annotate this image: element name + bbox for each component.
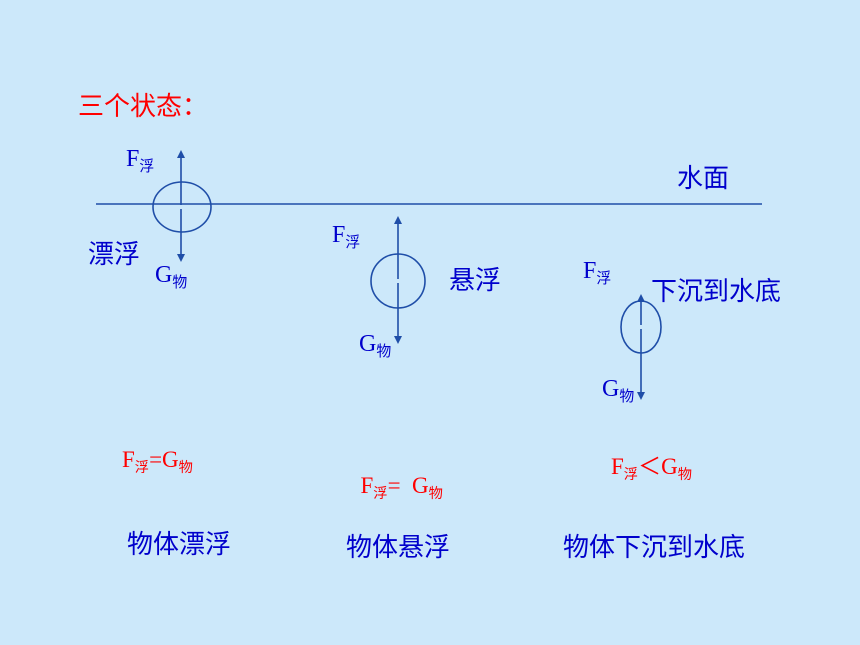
buoyancy-label-suspended: F浮 <box>332 222 361 252</box>
caption-suspended: 物体悬浮 <box>346 533 451 563</box>
equation-suspended: F浮= G物 <box>360 473 443 502</box>
water-surface-label: 水面 <box>677 164 730 194</box>
state-label-suspended: 悬浮 <box>449 266 502 296</box>
buoyancy-label-floating: F浮 <box>126 146 155 176</box>
equation-sinking: F浮＜G物 <box>611 454 692 483</box>
state-label-sinking: 下沉到水底 <box>651 277 782 307</box>
gravity-label-suspended: G物 <box>359 331 392 361</box>
gravity-label-floating: G物 <box>155 262 188 292</box>
buoyancy-label-sinking: F浮 <box>583 258 612 288</box>
page-title: 三个状态： <box>78 92 209 122</box>
state-label-floating: 漂浮 <box>88 240 141 270</box>
caption-floating: 物体漂浮 <box>127 530 232 560</box>
floating-object <box>152 181 212 233</box>
caption-sinking: 物体下沉到水底 <box>563 533 746 563</box>
equation-floating: F浮=G物 <box>122 447 193 476</box>
gravity-label-sinking: G物 <box>602 376 635 406</box>
